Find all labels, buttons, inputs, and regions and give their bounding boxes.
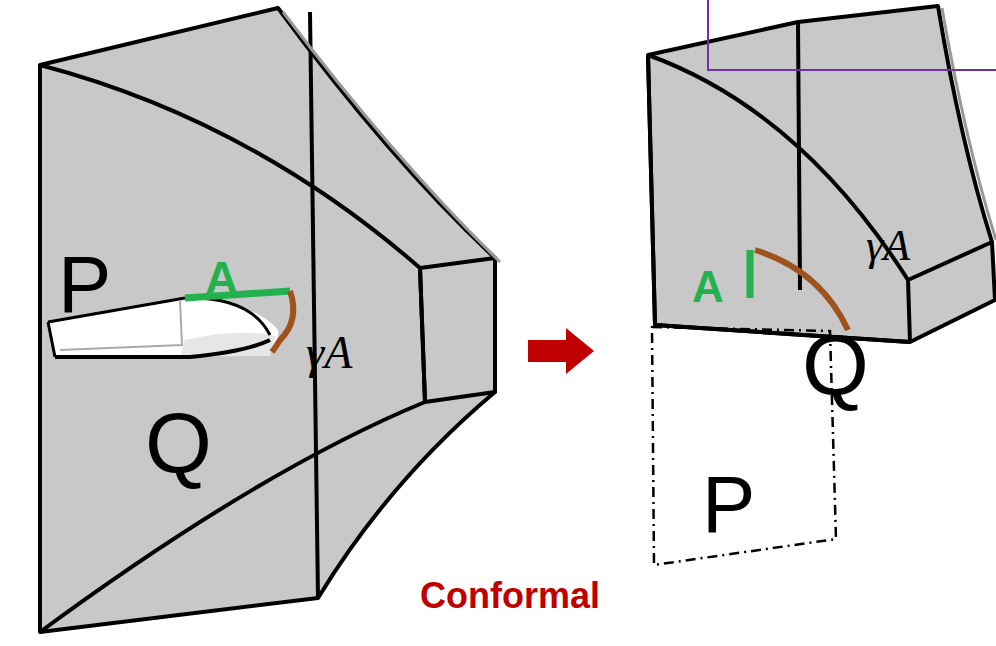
geodesic-label: γA bbox=[866, 224, 910, 268]
interval-label: A bbox=[205, 255, 238, 301]
transformation-title: Conformal bbox=[420, 578, 600, 614]
region-label: Q bbox=[145, 400, 212, 486]
interval-label: A bbox=[692, 265, 724, 309]
region-label: P bbox=[702, 465, 755, 545]
interval-a bbox=[747, 250, 754, 298]
map-arrow bbox=[528, 328, 594, 374]
region-label: P bbox=[58, 245, 111, 325]
region-label: Q bbox=[802, 322, 869, 408]
geodesic bbox=[755, 250, 848, 330]
geodesic-label: γA bbox=[306, 330, 352, 376]
formula-box bbox=[708, 0, 996, 70]
geodesic bbox=[272, 291, 293, 352]
left-bulk bbox=[40, 8, 500, 632]
right-bulk bbox=[648, 6, 996, 342]
